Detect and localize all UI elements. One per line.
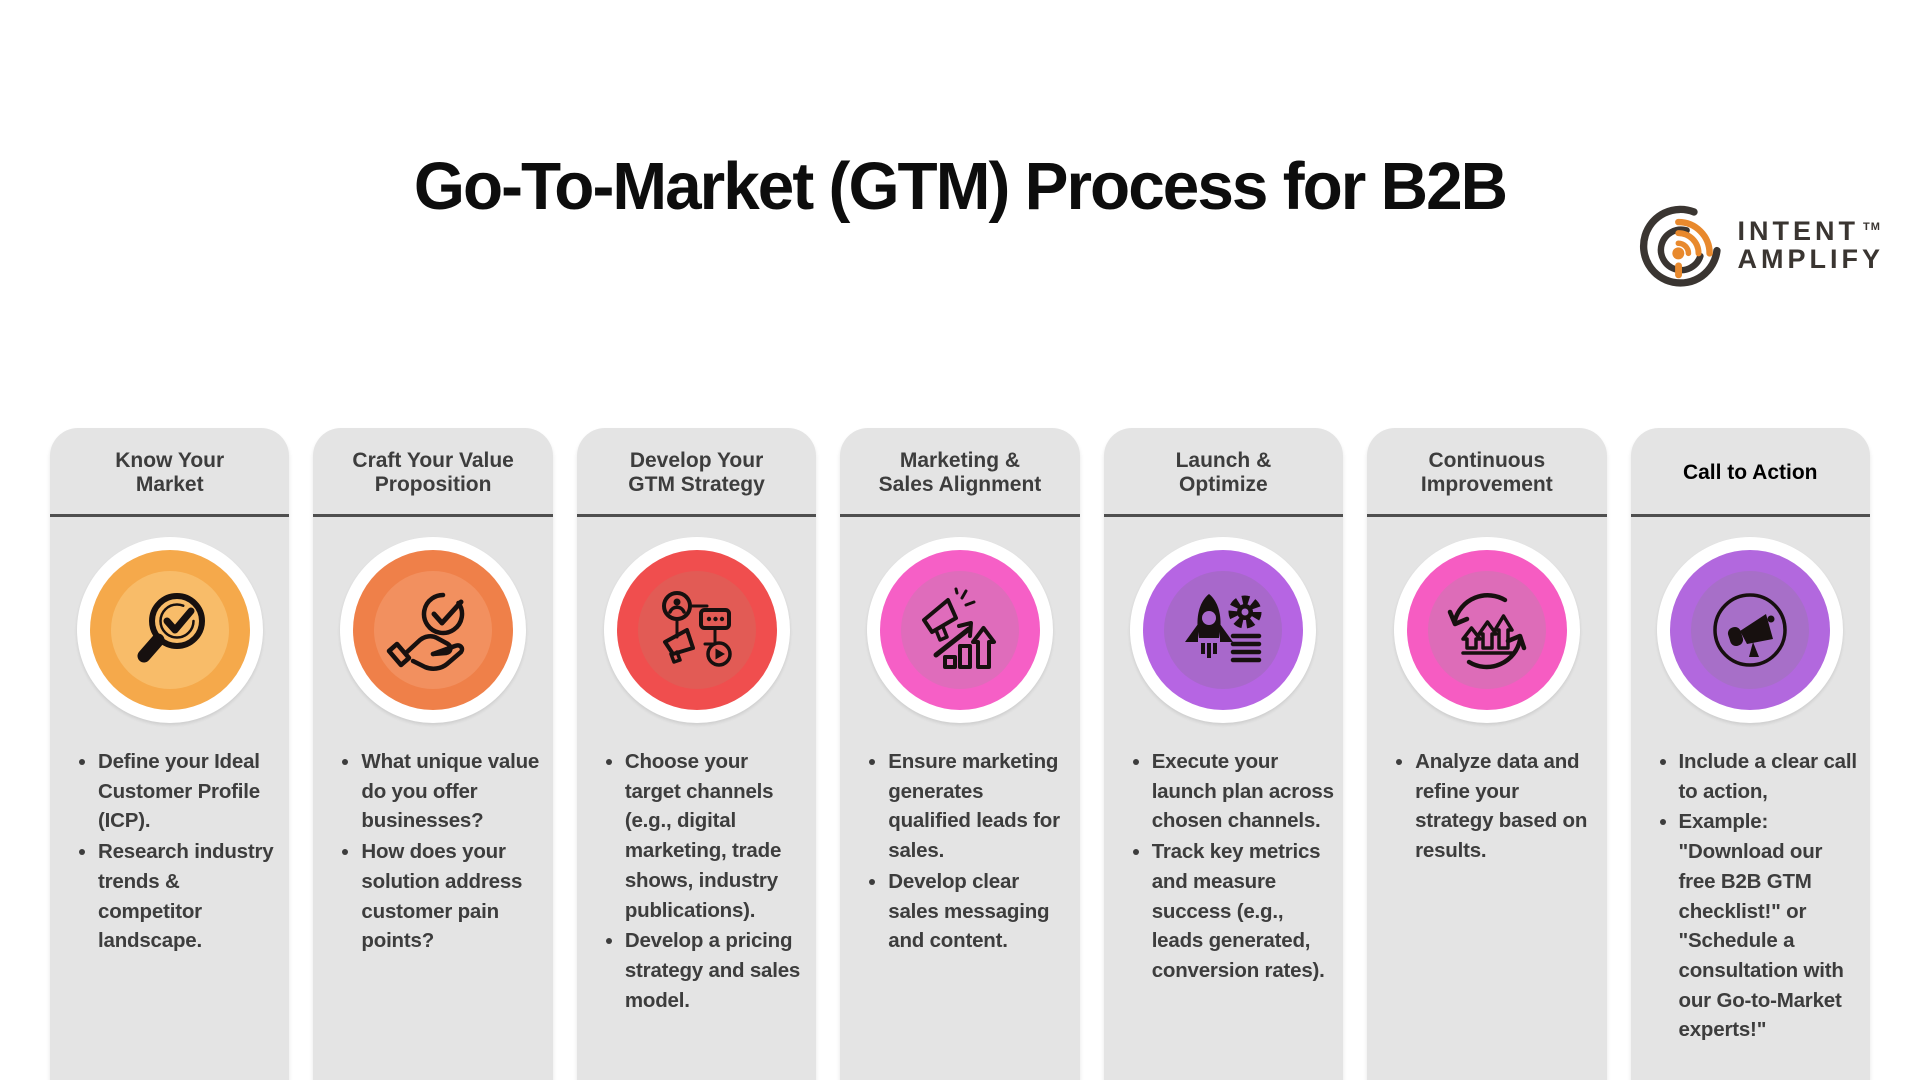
channels-icon (661, 591, 732, 667)
megaphone-growth-icon (921, 587, 996, 669)
step-title: Call to Action (1682, 460, 1818, 484)
step-bullets: Choose your target channels (e.g., digit… (577, 747, 816, 1016)
step-card-continuous-improvement: Continuous Improvement (1367, 428, 1607, 1080)
step-card-gtm-strategy: Develop Your GTM Strategy (576, 428, 817, 1080)
step-title: Develop Your GTM Strategy (628, 448, 765, 496)
bullet-item: What unique value do you offer businesse… (361, 747, 543, 836)
step-title: Craft Your Value Proposition (352, 448, 514, 496)
magnifier-check-icon (137, 593, 205, 663)
step-bullets: Define your Ideal Customer Profile (ICP)… (50, 747, 289, 957)
step-title: Marketing & Sales Alignment (878, 448, 1042, 496)
step-bullets: What unique value do you offer businesse… (313, 747, 552, 957)
brand-logo-text: Intent TM Amplify (1738, 218, 1885, 273)
bullet-item: Include a clear call to action, (1679, 747, 1861, 806)
infographic-page: Intent TM Amplify Go-To-Market (GTM) Proc… (0, 148, 1920, 1080)
bullet-item: Example: "Download our free B2B GTM chec… (1679, 807, 1861, 1045)
bullet-item: Research industry trends & competitor la… (98, 837, 280, 956)
step-card-call-to-action: Call to Action (1630, 428, 1870, 1080)
step-icon-badge (603, 537, 790, 723)
bullet-item: Track key metrics and measure success (e… (1152, 837, 1334, 986)
bullet-item: Execute your launch plan across chosen c… (1152, 747, 1334, 836)
bullet-item: Define your Ideal Customer Profile (ICP)… (98, 747, 280, 836)
step-card-value-proposition: Craft Your Value Proposition (313, 428, 553, 1080)
steps-row: Know Your Market (50, 428, 1870, 1080)
step-icon-badge (340, 537, 527, 723)
title-divider (576, 514, 817, 517)
title-divider (1103, 514, 1344, 517)
step-bullets: Include a clear call to action, Example:… (1631, 747, 1870, 1046)
infographic-title: Go-To-Market (GTM) Process for B2B (413, 149, 1508, 224)
step-card-launch-optimize: Launch & Optimize (1103, 428, 1344, 1080)
bullet-item: Choose your target channels (e.g., digit… (625, 747, 807, 925)
brand-logo: Intent TM Amplify (1636, 200, 1885, 292)
title-divider (840, 514, 1080, 517)
step-icon-badge (1657, 537, 1844, 723)
hand-check-icon (386, 592, 465, 671)
bullet-item: Analyze data and refine your strategy ba… (1415, 747, 1597, 866)
rocket-gear-icon (1185, 594, 1262, 663)
step-title: Launch & Optimize (1175, 448, 1272, 496)
step-card-know-your-market: Know Your Market (50, 428, 290, 1080)
step-title: Continuous Improvement (1420, 448, 1553, 496)
step-icon-badge (1130, 537, 1317, 723)
intent-amplify-logo-icon (1639, 205, 1721, 287)
step-bullets: Ensure marketing generates qualified lea… (840, 747, 1079, 957)
megaphone-badge-icon (1713, 593, 1787, 667)
step-icon-badge (866, 537, 1053, 723)
bullet-item: How does your solution address customer … (361, 837, 543, 956)
title-divider (50, 514, 290, 517)
step-icon-badge (1393, 537, 1580, 723)
step-icon-badge (76, 537, 263, 723)
step-bullets: Analyze data and refine your strategy ba… (1367, 747, 1606, 867)
title-divider (313, 514, 553, 517)
trademark-symbol: TM (1863, 221, 1881, 234)
step-card-sales-alignment: Marketing & Sales Alignment (840, 428, 1080, 1080)
step-title: Know Your Market (115, 448, 225, 496)
bullet-item: Develop clear sales messaging and conten… (888, 867, 1070, 956)
title-divider (1367, 514, 1607, 517)
brand-name-line2: Amplify (1737, 244, 1884, 274)
growth-cycle-icon (1447, 593, 1527, 670)
title-divider (1630, 514, 1870, 517)
bullet-item: Ensure marketing generates qualified lea… (888, 747, 1070, 866)
bullet-item: Develop a pricing strategy and sales mod… (625, 926, 807, 1015)
step-bullets: Execute your launch plan across chosen c… (1104, 747, 1343, 987)
brand-name-line1: Intent (1737, 216, 1859, 247)
